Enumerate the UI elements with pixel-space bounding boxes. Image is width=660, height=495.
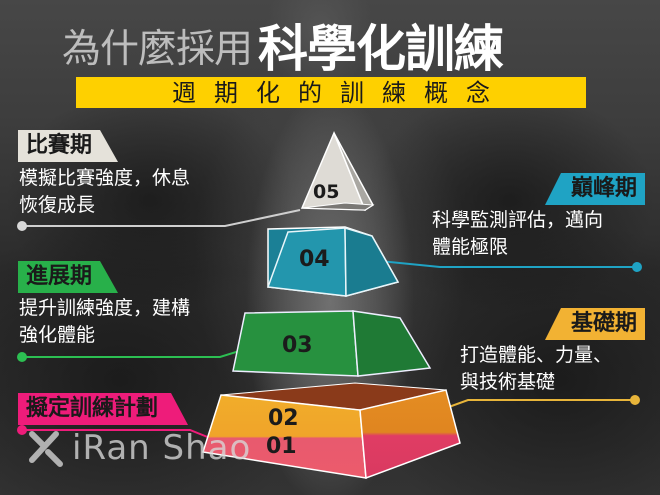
desc-line: 體能極限 bbox=[432, 236, 509, 258]
tier-04 bbox=[266, 226, 400, 297]
desc-line: 提升訓練強度，建構 bbox=[19, 297, 191, 319]
watermark: iRan Shao bbox=[26, 428, 251, 468]
tier-04-label: 04 bbox=[299, 247, 330, 272]
subtitle-banner: 週期化的訓練概念 bbox=[76, 77, 586, 108]
page-title: 為什麼採用 科學化訓練 bbox=[62, 12, 504, 78]
desc-line: 強化體能 bbox=[19, 324, 96, 346]
connector-04 bbox=[379, 260, 642, 272]
desc-line: 與技術基礎 bbox=[460, 371, 556, 393]
desc-line: 模擬比賽強度，休息 bbox=[19, 167, 191, 189]
desc-line: 科學監測評估，邁向 bbox=[432, 209, 604, 231]
tier-05 bbox=[300, 131, 375, 212]
phase-desc-foundation: 打造體能、力量、 與技術基礎 bbox=[460, 342, 612, 396]
subtitle-text: 週期化的訓練概念 bbox=[172, 78, 508, 107]
connector-01 bbox=[17, 425, 216, 441]
tier-02-label: 02 bbox=[268, 406, 299, 431]
tier-03 bbox=[232, 310, 432, 377]
phase-tag-competition: 比賽期 bbox=[18, 130, 118, 162]
desc-line: 恢復成長 bbox=[19, 194, 96, 216]
title-prefix: 為什麼採用 bbox=[62, 27, 253, 72]
desc-line: 打造體能、力量、 bbox=[460, 344, 613, 366]
tier-03-label: 03 bbox=[282, 333, 313, 358]
tier-01-label: 01 bbox=[266, 434, 297, 459]
tier-02-01 bbox=[202, 382, 461, 480]
connector-05 bbox=[17, 209, 301, 231]
tier-05-label: 05 bbox=[313, 181, 340, 203]
watermark-logo-icon bbox=[29, 431, 63, 467]
phase-tag-planning: 擬定訓練計劃 bbox=[18, 393, 188, 425]
phase-tag-foundation: 基礎期 bbox=[545, 308, 645, 340]
phase-tag-peak: 巔峰期 bbox=[545, 173, 645, 205]
phase-desc-peak: 科學監測評估，邁向 體能極限 bbox=[432, 207, 603, 261]
phase-desc-competition: 模擬比賽強度，休息 恢復成長 bbox=[19, 165, 190, 219]
phase-desc-progression: 提升訓練強度，建構 強化體能 bbox=[19, 295, 190, 349]
title-emphasis: 科學化訓練 bbox=[258, 20, 504, 78]
phase-tag-progression: 進展期 bbox=[18, 261, 118, 293]
watermark-text: iRan Shao bbox=[72, 428, 252, 468]
